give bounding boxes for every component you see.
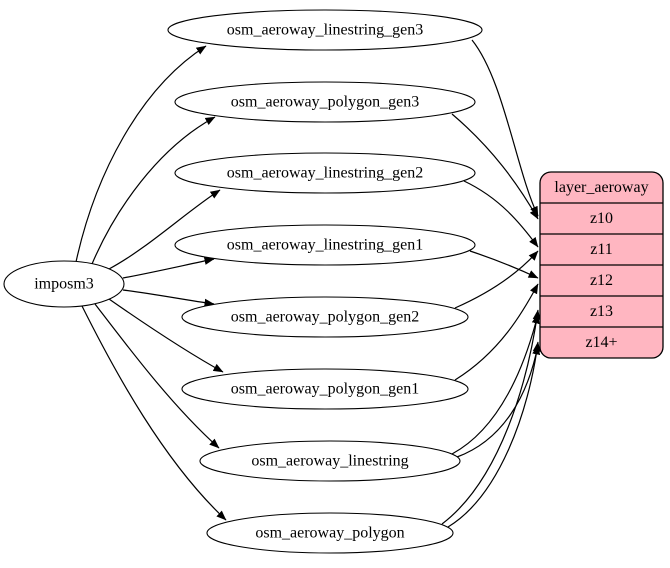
- node-imposm3: imposm3: [3, 260, 125, 308]
- node-ellipse: [181, 296, 469, 338]
- node-ellipse: [174, 81, 476, 123]
- edge-imposm3-to-osm_aeroway_polygon_gen2: [122, 289, 215, 307]
- node-label: osm_aeroway_linestring_gen1: [227, 237, 423, 254]
- edge-osm_aeroway_linestring-to-layer_aeroway:z14+: [456, 344, 541, 458]
- node-osm_aeroway_linestring_gen1: osm_aeroway_linestring_gen1: [174, 224, 476, 266]
- node-ellipse: [3, 260, 125, 308]
- edge-osm_aeroway_linestring_gen1-to-layer_aeroway:z12: [469, 250, 539, 279]
- node-osm_aeroway_linestring: osm_aeroway_linestring: [199, 440, 461, 482]
- node-osm_aeroway_polygon_gen3: osm_aeroway_polygon_gen3: [174, 81, 476, 123]
- node-osm_aeroway_linestring_gen2: osm_aeroway_linestring_gen2: [174, 152, 476, 194]
- node-osm_aeroway_polygon: osm_aeroway_polygon: [206, 512, 454, 554]
- layer-node-group: layer_aeroway z10 z11 z12 z13 z14+: [539, 171, 664, 359]
- node-label: osm_aeroway_linestring_gen3: [227, 22, 423, 39]
- node-ellipse: [174, 152, 476, 194]
- edge-osm_aeroway_linestring_gen2-to-layer_aeroway:z11: [463, 180, 539, 248]
- layer-row-label: z14+: [585, 334, 617, 351]
- edges-group: [75, 39, 541, 528]
- layer-row-label: z12: [590, 272, 613, 289]
- edge-osm_aeroway_linestring_gen3-to-layer_aeroway:z10: [471, 39, 539, 217]
- node-osm_aeroway_polygon_gen1: osm_aeroway_polygon_gen1: [181, 368, 469, 410]
- node-ellipse: [181, 368, 469, 410]
- edge-imposm3-to-osm_aeroway_linestring: [94, 303, 220, 449]
- node-osm_aeroway_polygon_gen2: osm_aeroway_polygon_gen2: [181, 296, 469, 338]
- layer-row-label: z10: [590, 210, 613, 227]
- edge-osm_aeroway_polygon-to-layer_aeroway:z13: [441, 309, 541, 525]
- node-label: osm_aeroway_polygon_gen1: [231, 381, 419, 398]
- layer-node-title: layer_aeroway: [554, 179, 648, 196]
- edge-imposm3-to-osm_aeroway_linestring_gen2: [108, 189, 221, 270]
- node-ellipse: [174, 224, 476, 266]
- node-ellipse: [206, 512, 454, 554]
- edge-osm_aeroway_polygon-to-layer_aeroway:z14+: [447, 341, 541, 528]
- edge-osm_aeroway_polygon_gen3-to-layer_aeroway:z10: [451, 113, 539, 220]
- edge-imposm3-to-osm_aeroway_linestring_gen3: [75, 45, 207, 263]
- node-label: osm_aeroway_polygon_gen2: [231, 309, 419, 326]
- node-label: osm_aeroway_polygon_gen3: [231, 94, 419, 111]
- nodes-group: imposm3 osm_aeroway_linestring_gen3 osm_ae…: [3, 9, 483, 554]
- edge-osm_aeroway_linestring-to-layer_aeroway:z13: [451, 313, 540, 455]
- node-label: imposm3: [34, 276, 94, 293]
- node-label: osm_aeroway_linestring: [251, 453, 408, 470]
- edge-imposm3-to-osm_aeroway_polygon_gen3: [91, 116, 216, 265]
- node-osm_aeroway_linestring_gen3: osm_aeroway_linestring_gen3: [167, 9, 483, 51]
- edge-imposm3-to-osm_aeroway_polygon: [81, 305, 227, 521]
- layer-row-label: z13: [590, 303, 613, 320]
- node-label: osm_aeroway_polygon: [255, 525, 404, 542]
- node-ellipse: [199, 440, 461, 482]
- layer-row-label: z11: [590, 241, 613, 258]
- edge-imposm3-to-osm_aeroway_polygon_gen1: [108, 298, 224, 373]
- edge-imposm3-to-osm_aeroway_linestring_gen1: [122, 257, 215, 279]
- edge-osm_aeroway_polygon_gen1-to-layer_aeroway:z12: [454, 283, 539, 381]
- edge-osm_aeroway_polygon_gen2-to-layer_aeroway:z11: [454, 250, 539, 309]
- node-ellipse: [167, 9, 483, 51]
- node-label: osm_aeroway_linestring_gen2: [227, 165, 423, 182]
